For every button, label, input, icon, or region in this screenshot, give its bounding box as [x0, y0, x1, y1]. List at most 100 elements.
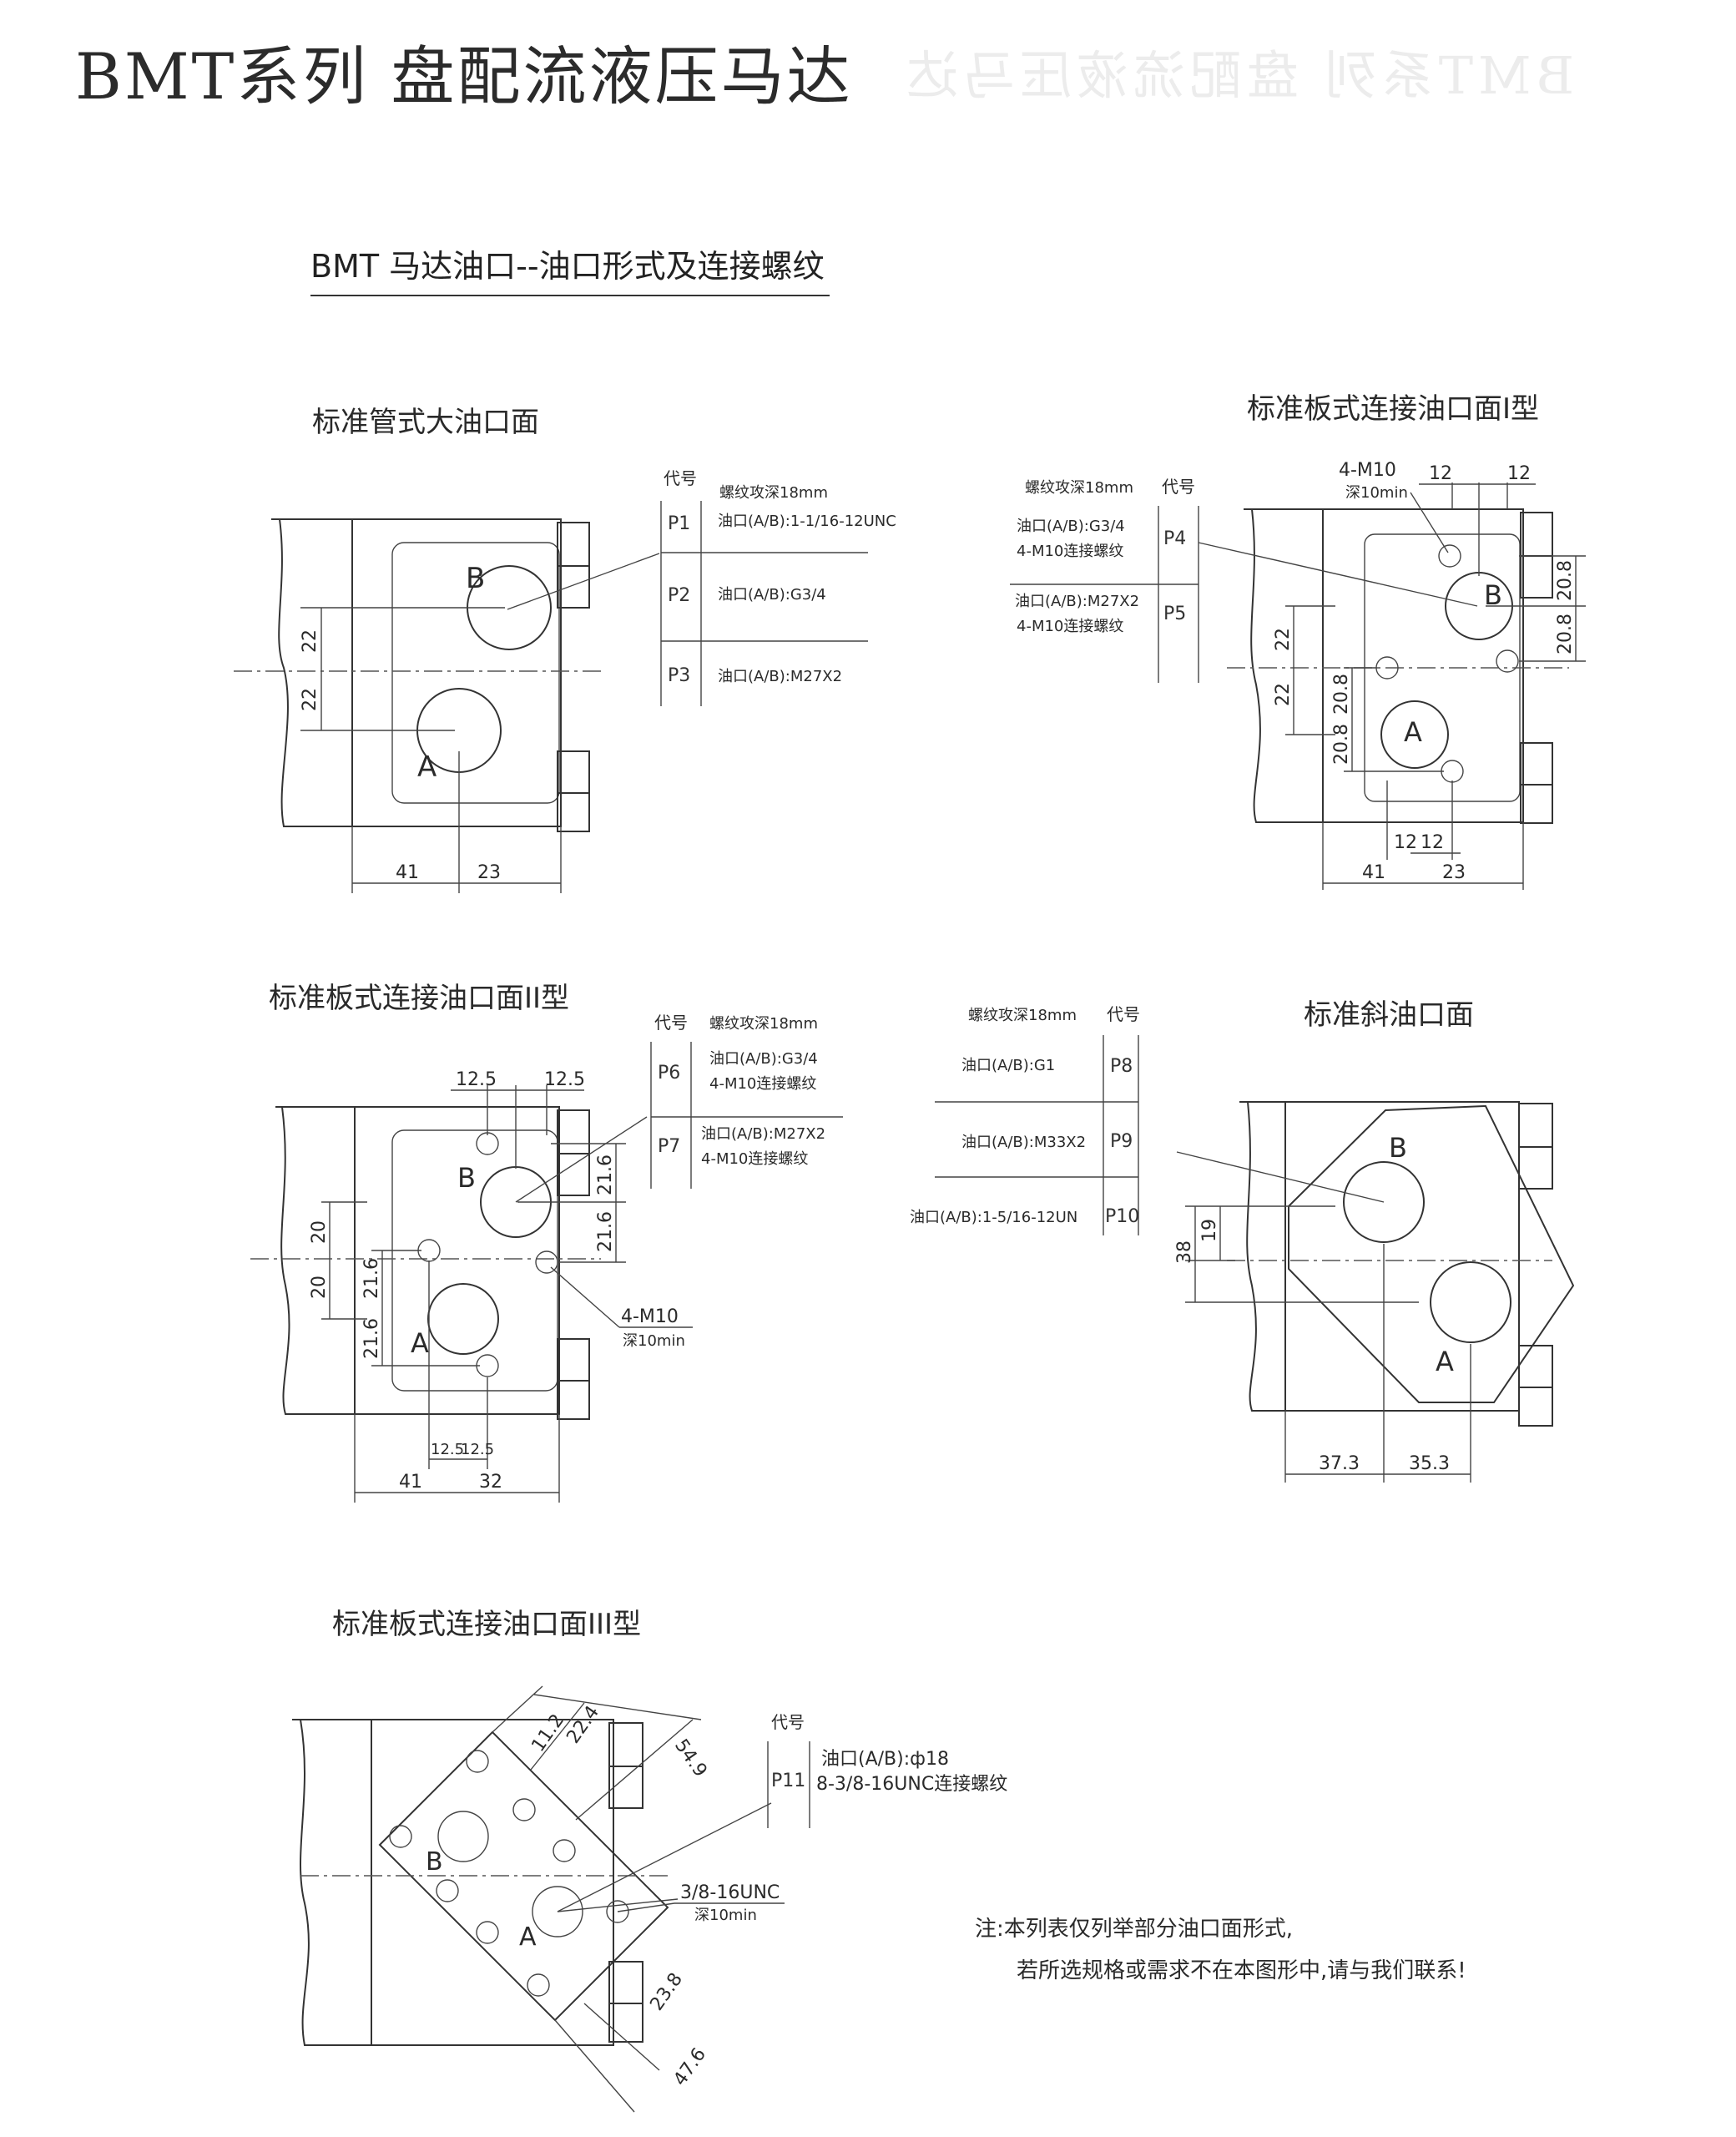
- table3-code-p7: P7: [658, 1136, 680, 1157]
- dim-22-4: 22.4: [563, 1702, 603, 1747]
- table1-desc-p3: 油口(A/B):M27X2: [718, 668, 842, 685]
- dim-21-6-ra: 21.6: [595, 1154, 616, 1195]
- table4-code-p10: P10: [1105, 1206, 1139, 1227]
- table3-desc-p7: 油口(A/B):M27X2: [701, 1125, 825, 1143]
- table1-code-p3: P3: [668, 665, 690, 686]
- table3-header-code: 代号: [654, 1013, 688, 1033]
- dim-19: 19: [1199, 1219, 1220, 1242]
- table1-header-code: 代号: [664, 468, 697, 488]
- table3-desc-p6: 油口(A/B):G3/4: [709, 1050, 818, 1068]
- dim-12-bot-a: 12: [1394, 832, 1417, 853]
- section-title-pipe-port: 标准管式大油口面: [312, 406, 539, 439]
- dim-12-5-top-a: 12.5: [456, 1069, 497, 1090]
- figure-plate-port-1: B A 4-M10 深10min 12 12 20.8 20.8 22 22 2…: [1010, 460, 1586, 890]
- dim-21-6-lb: 21.6: [361, 1318, 382, 1359]
- table2-desc2-p4: 4-M10连接螺纹: [1017, 543, 1123, 560]
- dim-23-8: 23.8: [646, 1969, 687, 2014]
- dim-12-5-bot-b: 12.5: [461, 1441, 494, 1458]
- table2-header-code: 代号: [1162, 477, 1195, 497]
- dim-12-top-a: 12: [1429, 463, 1452, 484]
- dim-22b: 22: [300, 688, 320, 711]
- section-title-plate-port-1: 标准板式连接油口面I型: [1247, 392, 1540, 426]
- port-a-label: A: [411, 1327, 429, 1359]
- dim-12-5-top-b: 12.5: [544, 1069, 585, 1090]
- table4-header-depth: 螺纹攻深18mm: [968, 1007, 1077, 1024]
- table3-desc2-p6: 4-M10连接螺纹: [709, 1075, 816, 1093]
- dim-20-8-la: 20.8: [1331, 674, 1352, 715]
- table1-desc-p2: 油口(A/B):G3/4: [718, 586, 826, 604]
- port-a-label: A: [1404, 716, 1422, 748]
- page-title: BMT系列 盘配流液压马达: [75, 39, 853, 114]
- table4-desc-p9: 油口(A/B):M33X2: [961, 1134, 1086, 1151]
- dim-20-8-lb: 20.8: [1331, 724, 1352, 765]
- port-a-label: A: [1436, 1346, 1454, 1377]
- port-a-label: A: [519, 1922, 537, 1952]
- dim-23: 23: [1442, 862, 1466, 883]
- port-a-label: A: [417, 750, 437, 784]
- table3-desc2-p7: 4-M10连接螺纹: [701, 1150, 808, 1168]
- callout-depth: 深10min: [623, 1332, 685, 1350]
- dim-37-3: 37.3: [1319, 1453, 1360, 1474]
- table2-desc-p4: 油口(A/B):G3/4: [1017, 518, 1125, 535]
- port-b-label: B: [426, 1847, 443, 1877]
- dim-47-6: 47.6: [669, 2044, 710, 2089]
- dim-54-9: 54.9: [670, 1735, 711, 1781]
- table1-code-p1: P1: [668, 513, 690, 534]
- port-b-label: B: [466, 562, 485, 595]
- note-line-2: 若所选规格或需求不在本图形中,请与我们联系!: [1017, 1958, 1466, 1983]
- table2-desc2-p5: 4-M10连接螺纹: [1017, 618, 1123, 635]
- dim-22-l-a: 22: [1273, 628, 1294, 651]
- port-b-label: B: [1484, 579, 1502, 611]
- dim-20-8-rb: 20.8: [1555, 614, 1576, 654]
- dim-12-5-bot-a: 12.5: [431, 1441, 464, 1458]
- table2-code-p4: P4: [1163, 528, 1186, 549]
- note-line-1: 注:本列表仅列举部分油口面形式,: [975, 1917, 1294, 1942]
- figure-pipe-port: B A 22 22 41 23 代号 螺纹攻深18mm P1 油口(A/B):1…: [234, 468, 896, 893]
- dim-22-l-b: 22: [1273, 683, 1294, 706]
- dim-20-b: 20: [309, 1276, 330, 1299]
- dim-11-2: 11.2: [527, 1710, 568, 1756]
- table5-desc2-p11: 8-3/8-16UNC连接螺纹: [816, 1774, 1007, 1795]
- table2-desc-p5: 油口(A/B):M27X2: [1015, 593, 1139, 610]
- dim-21-6-la: 21.6: [361, 1258, 382, 1299]
- dim-20-8-ra: 20.8: [1555, 560, 1576, 601]
- callout-unc: 3/8-16UNC: [680, 1882, 780, 1903]
- table4-desc-p8: 油口(A/B):G1: [961, 1057, 1055, 1074]
- dim-23: 23: [477, 862, 501, 883]
- figure-plate-port-3: B A 11.2 22.4 54.9 23.8 47.6 3/8-16UNC 深…: [292, 1685, 1007, 2113]
- section-title-plate-port-2: 标准板式连接油口面II型: [269, 982, 570, 1015]
- table5-code-p11: P11: [771, 1771, 805, 1791]
- table1-header-depth: 螺纹攻深18mm: [719, 484, 828, 502]
- table1-code-p2: P2: [668, 585, 690, 606]
- dim-32: 32: [479, 1472, 502, 1493]
- section-title-oblique-port: 标准斜油口面: [1304, 998, 1474, 1032]
- table2-header-depth: 螺纹攻深18mm: [1025, 479, 1133, 497]
- dim-35-3: 35.3: [1409, 1453, 1450, 1474]
- dim-20-a: 20: [309, 1220, 330, 1244]
- dim-12-top-b: 12: [1507, 463, 1531, 484]
- callout-depth: 深10min: [1345, 484, 1408, 502]
- callout-depth: 深10min: [694, 1907, 757, 1924]
- table5-header-code: 代号: [771, 1712, 805, 1732]
- dim-41: 41: [396, 862, 419, 883]
- port-b-label: B: [457, 1162, 476, 1194]
- section-title-plate-port-3: 标准板式连接油口面III型: [332, 1608, 642, 1641]
- dim-38: 38: [1174, 1240, 1195, 1264]
- dim-22a: 22: [300, 629, 320, 653]
- dim-41: 41: [399, 1472, 422, 1493]
- table4-desc-p10: 油口(A/B):1-5/16-12UN: [910, 1209, 1077, 1226]
- table4-code-p8: P8: [1110, 1056, 1133, 1077]
- dim-21-6-rb: 21.6: [595, 1211, 616, 1252]
- callout-m10: 4-M10: [1339, 460, 1396, 481]
- section-subtitle: BMT 马达油口--油口形式及连接螺纹: [310, 240, 830, 296]
- table3-header-depth: 螺纹攻深18mm: [709, 1015, 818, 1033]
- dim-12-bot-b: 12: [1421, 832, 1444, 853]
- figure-plate-port-2: B A 12.5 12.5 21.6 21.6 20 20 21.6 21.6 …: [250, 1013, 843, 1503]
- dim-41: 41: [1362, 862, 1385, 883]
- table4-code-p9: P9: [1110, 1131, 1133, 1152]
- table3-code-p6: P6: [658, 1063, 680, 1084]
- table5-desc-p11: 油口(A/B):ф18: [821, 1749, 949, 1770]
- figure-oblique-port: B A 38 19 37.3 35.3 螺纹攻深18mm 代号 P8 油口(A/…: [910, 1004, 1575, 1483]
- table4-header-code: 代号: [1107, 1004, 1140, 1024]
